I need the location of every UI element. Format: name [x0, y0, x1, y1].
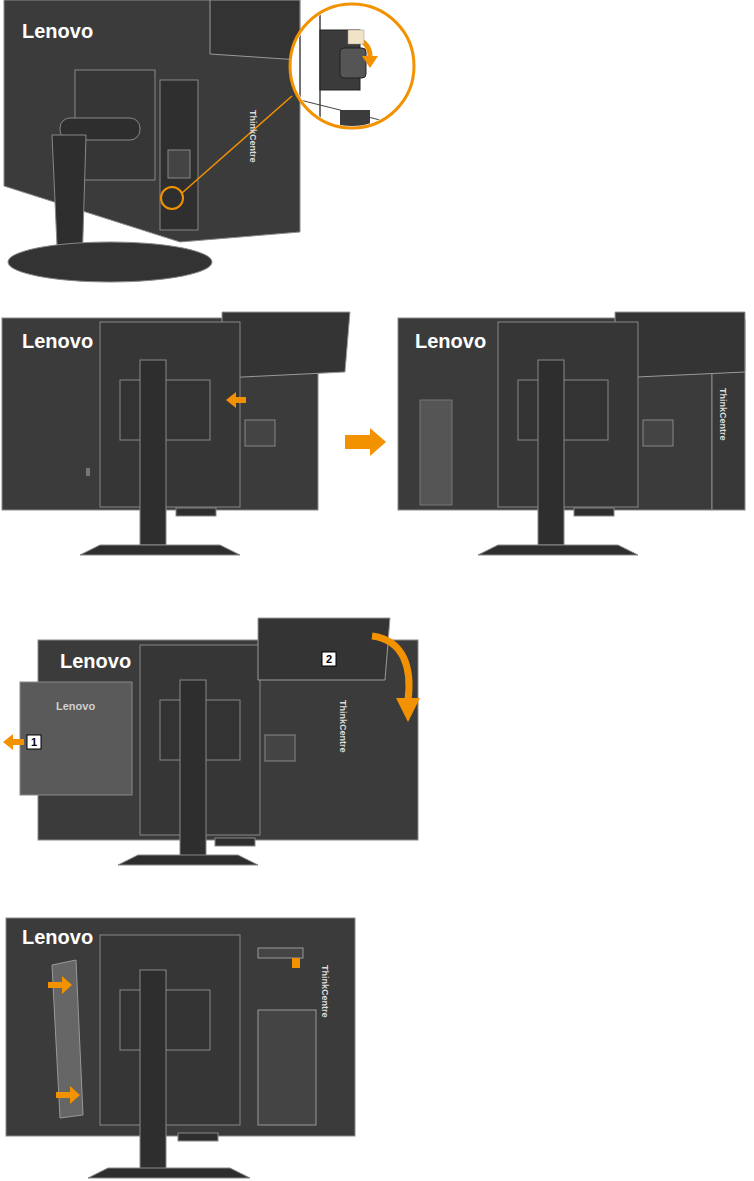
callout-box — [322, 652, 336, 666]
brand-logo: Lenovo — [22, 330, 93, 353]
callout-number: 2 — [322, 652, 336, 666]
monitor-rear-angled — [4, 0, 300, 282]
product-name: ThinkCentre — [320, 965, 330, 1018]
product-name: ThinkCentre — [718, 388, 728, 441]
zoom-detail-thumbscrew — [290, 0, 420, 140]
brand-logo: Lenovo — [415, 330, 486, 353]
monitor-rear-pc-removal — [3, 618, 420, 865]
product-name: ThinkCentre — [248, 110, 258, 163]
product-name: ThinkCentre — [338, 700, 348, 753]
brand-logo: Lenovo — [22, 926, 93, 949]
brand-logo: Lenovo — [60, 650, 131, 673]
brand-logo: Lenovo — [22, 20, 93, 43]
callout-box — [27, 735, 41, 749]
monitor-rear-pc-inserted — [398, 312, 745, 555]
next-step-arrow — [345, 428, 386, 456]
monitor-rear — [2, 312, 350, 555]
monitor-rear-covers-removed — [6, 918, 355, 1178]
brand-logo: Lenovo — [56, 700, 95, 713]
callout-number: 1 — [27, 735, 41, 749]
